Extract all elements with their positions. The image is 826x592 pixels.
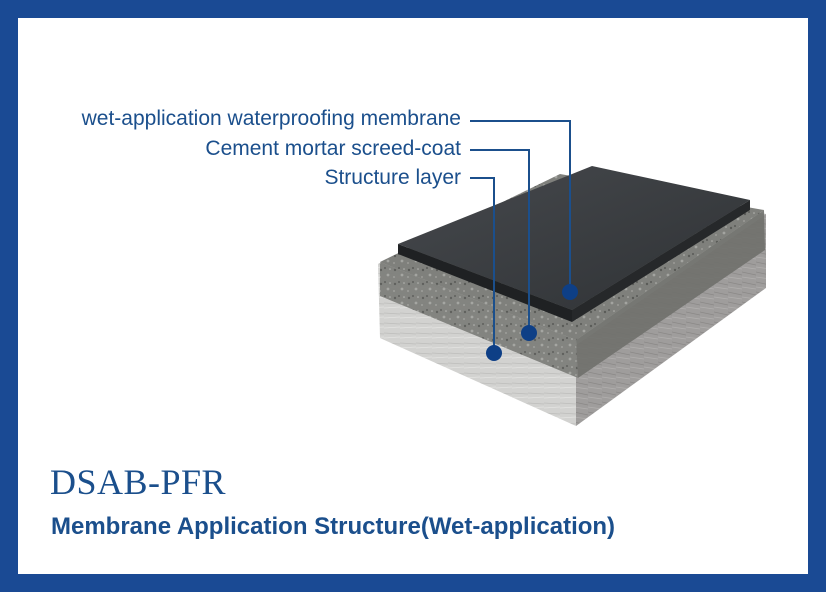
membrane-top bbox=[398, 166, 750, 310]
layer-label-structure: Structure layer bbox=[324, 166, 461, 189]
leader-line-structure bbox=[470, 177, 495, 352]
screed-coat-side bbox=[576, 210, 765, 378]
marker-dot-membrane bbox=[562, 284, 578, 300]
screed-coat-front bbox=[380, 262, 578, 378]
layer-label-screed: Cement mortar screed-coat bbox=[205, 137, 461, 160]
leader-line-membrane bbox=[470, 120, 571, 291]
membrane-side bbox=[572, 200, 750, 322]
diagram-caption: Membrane Application Structure(Wet-appli… bbox=[51, 513, 616, 540]
leader-line-screed bbox=[470, 149, 530, 332]
marker-dot-screed bbox=[521, 325, 537, 341]
marker-dot-structure bbox=[486, 345, 502, 361]
layer-label-membrane: wet-application waterproofing membrane bbox=[81, 107, 461, 130]
product-code: DSAB-PFR bbox=[50, 462, 227, 502]
